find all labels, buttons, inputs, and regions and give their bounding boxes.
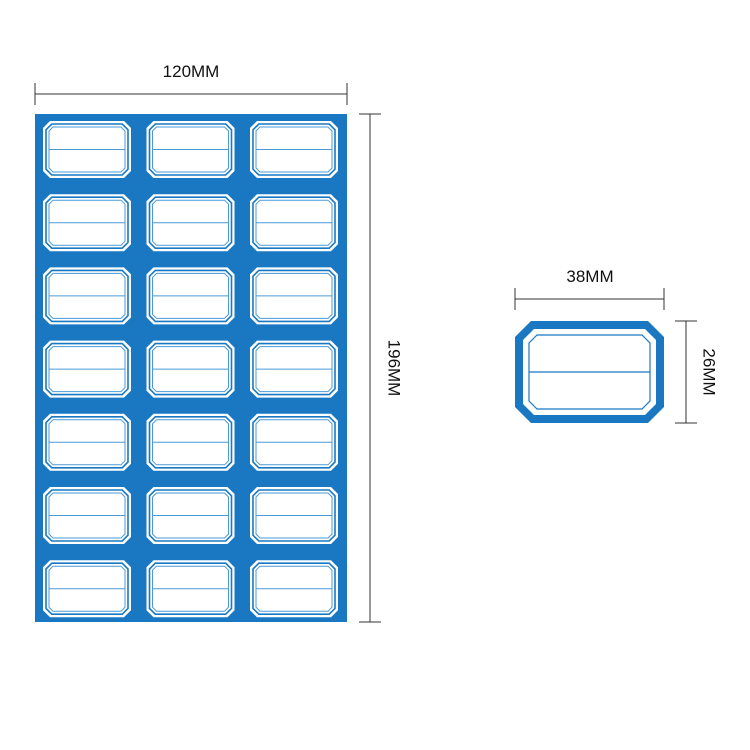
single-height-label: 26MM bbox=[700, 348, 719, 395]
label-inner-frame bbox=[255, 199, 333, 246]
label-border bbox=[252, 342, 336, 396]
sheet-label bbox=[43, 267, 131, 325]
sheet-label bbox=[146, 487, 235, 544]
sheet-label bbox=[146, 340, 235, 398]
label-border bbox=[148, 489, 233, 542]
single-label-enlarged bbox=[515, 321, 664, 423]
label-inner-frame bbox=[152, 199, 229, 246]
single-width-label: 38MM bbox=[566, 267, 613, 286]
sheet-width-dimension: 120MM bbox=[34, 62, 348, 105]
label-inner-frame bbox=[152, 419, 229, 466]
label-border bbox=[148, 562, 233, 616]
label-border bbox=[45, 196, 129, 249]
label-border bbox=[252, 562, 336, 616]
label-inner-frame bbox=[48, 272, 126, 319]
label-inner-frame bbox=[255, 272, 333, 319]
label-border bbox=[45, 562, 129, 616]
single-height-dimension: 26MM bbox=[675, 320, 719, 424]
label-inner-frame bbox=[255, 565, 333, 612]
sheet-label bbox=[43, 121, 131, 178]
label-inner-frame bbox=[48, 126, 126, 173]
label-border bbox=[148, 415, 233, 469]
sheet-label bbox=[250, 267, 338, 325]
label-inner-frame bbox=[152, 565, 229, 612]
sheet-label bbox=[43, 413, 131, 471]
sheet-label bbox=[250, 560, 338, 618]
sheet-label bbox=[146, 121, 235, 178]
sheet-label bbox=[146, 560, 235, 618]
sheet-height-label: 196MM bbox=[385, 340, 404, 397]
sheet-label bbox=[250, 194, 338, 252]
label-inner-frame bbox=[255, 346, 333, 393]
sheet-label-grid bbox=[43, 121, 338, 618]
label-inner-frame bbox=[48, 346, 126, 393]
label-border bbox=[252, 269, 336, 323]
label-border bbox=[252, 123, 336, 176]
label-inner-frame bbox=[48, 492, 126, 539]
label-inner-frame bbox=[152, 272, 229, 319]
sheet-label bbox=[250, 487, 338, 544]
label-border bbox=[45, 342, 129, 396]
label-border bbox=[45, 123, 129, 176]
label-inner-frame bbox=[152, 346, 229, 393]
single-width-dimension: 38MM bbox=[514, 267, 665, 310]
sheet-label bbox=[146, 267, 235, 325]
label-border bbox=[45, 269, 129, 323]
sheet-label bbox=[146, 413, 235, 471]
label-border bbox=[148, 269, 233, 323]
sheet-label bbox=[250, 340, 338, 398]
sheet-label bbox=[146, 194, 235, 252]
sheet-label bbox=[43, 194, 131, 252]
sheet-label bbox=[43, 340, 131, 398]
label-border bbox=[148, 342, 233, 396]
sheet-label bbox=[43, 560, 131, 618]
label-border bbox=[252, 489, 336, 542]
label-border bbox=[45, 415, 129, 469]
label-border bbox=[148, 123, 233, 176]
sheet-label bbox=[250, 121, 338, 178]
sheet-width-label: 120MM bbox=[163, 62, 220, 81]
label-inner-frame bbox=[255, 492, 333, 539]
label-inner-frame bbox=[152, 492, 229, 539]
label-border bbox=[148, 196, 233, 249]
sheet-label bbox=[43, 487, 131, 544]
label-border bbox=[252, 196, 336, 249]
sheet-height-dimension: 196MM bbox=[359, 113, 404, 623]
label-inner-frame bbox=[255, 419, 333, 466]
sheet-label bbox=[250, 413, 338, 471]
label-inner-frame bbox=[48, 419, 126, 466]
label-inner-frame bbox=[48, 565, 126, 612]
single-label-inner-frame bbox=[528, 334, 651, 410]
label-border bbox=[45, 489, 129, 542]
label-inner-frame bbox=[48, 199, 126, 246]
label-inner-frame bbox=[152, 126, 229, 173]
label-border bbox=[252, 415, 336, 469]
label-inner-frame bbox=[255, 126, 333, 173]
